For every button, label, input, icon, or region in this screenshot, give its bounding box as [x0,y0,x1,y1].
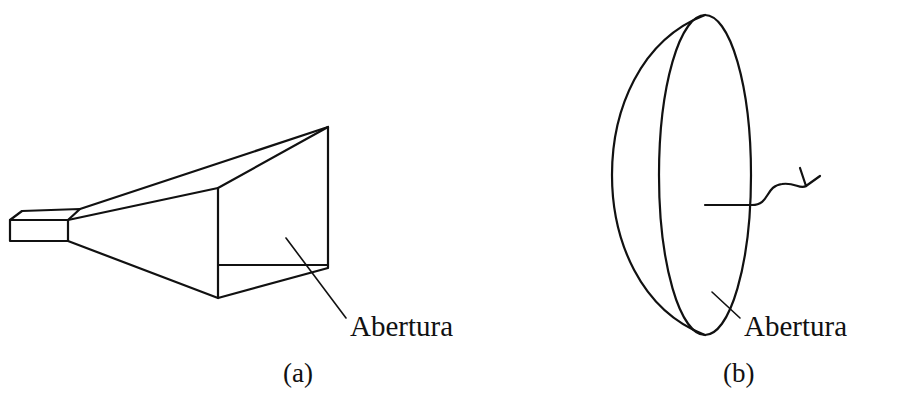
part-label: Abertura [350,312,453,341]
horn-edge [80,127,328,209]
parabolic-dish [612,15,820,335]
horn-antenna [10,127,346,318]
leader-line [712,292,740,318]
horn-edge [68,188,218,220]
figure-caption: (b) [723,360,754,387]
waveguide-top [10,209,80,220]
aperture-edge [218,264,328,266]
feed-line [705,184,806,205]
feed-horn [800,168,820,186]
leader-line [286,238,346,318]
horn-edge [68,241,218,298]
part-label: Abertura [744,312,847,341]
waveguide [10,220,68,241]
dish-rim [659,15,751,335]
figure-caption: (a) [283,360,313,387]
